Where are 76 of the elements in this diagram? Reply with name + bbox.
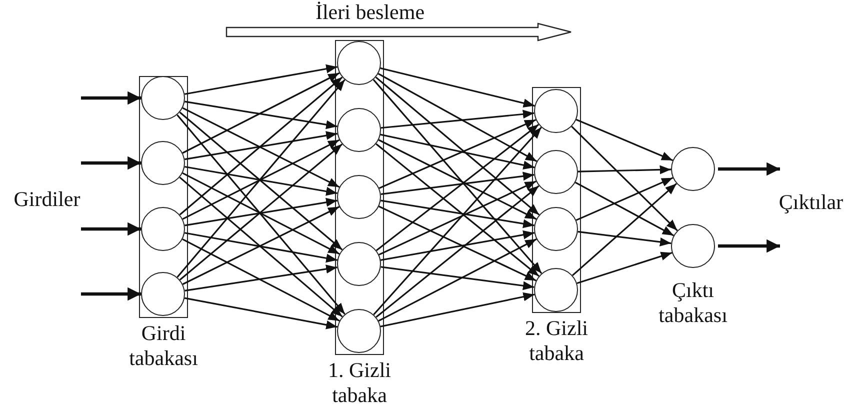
arrow <box>182 206 340 285</box>
arrow <box>718 239 780 253</box>
neuron-circle <box>534 150 578 194</box>
arrow <box>184 297 338 330</box>
text-label: Girdiler <box>12 187 82 212</box>
arrow <box>372 79 542 274</box>
arrow <box>376 124 540 252</box>
arrow <box>378 139 537 220</box>
arrow <box>81 287 141 301</box>
arrow <box>184 198 338 226</box>
arrow <box>378 238 537 322</box>
neuron-circle <box>534 206 578 250</box>
neuron-circle <box>534 268 578 312</box>
arrow <box>179 144 343 280</box>
neuron-circle <box>140 272 184 316</box>
arrow <box>718 162 780 176</box>
arrow <box>176 79 346 278</box>
arrow <box>576 118 674 162</box>
arrow <box>179 176 343 318</box>
arrow <box>380 230 534 261</box>
arrow <box>373 126 542 316</box>
arrow <box>576 177 674 221</box>
arrow <box>184 264 338 292</box>
neuron-circle <box>336 40 380 84</box>
arrow <box>378 72 538 162</box>
arrow <box>176 114 346 315</box>
neuron-circle <box>336 174 380 218</box>
neuron-circle <box>671 224 715 268</box>
neuron-circle <box>140 206 184 250</box>
arrow <box>380 110 534 129</box>
arrow <box>380 134 535 170</box>
arrow <box>184 64 338 95</box>
arrow <box>578 230 672 246</box>
neuron-circle <box>140 140 184 184</box>
neuron-circle <box>140 76 184 120</box>
neuron-circle <box>336 108 380 152</box>
arrow <box>380 172 534 196</box>
arrow <box>380 67 535 108</box>
arrow <box>380 292 535 328</box>
arrow <box>378 206 536 282</box>
text-label: İleri besleme <box>314 0 426 25</box>
text-label: Çıktılar <box>778 190 844 215</box>
arrow <box>375 76 540 216</box>
arrow <box>378 180 536 256</box>
arrow <box>378 119 536 189</box>
arrow <box>184 232 338 263</box>
arrow <box>184 166 338 196</box>
arrow <box>184 100 338 130</box>
arrow <box>184 131 338 160</box>
arrow <box>574 182 674 236</box>
arrow <box>576 252 672 284</box>
arrow <box>179 112 343 250</box>
arrow <box>380 266 534 290</box>
layer-label: 1. Gizli tabaka <box>327 358 392 408</box>
arrow <box>81 222 141 236</box>
arrow <box>182 172 340 255</box>
layer-label: 2. Gizli tabaka <box>524 316 589 366</box>
layer-label: Girdi tabakası <box>128 321 199 371</box>
neuron-circle <box>671 147 715 191</box>
arrow <box>182 238 340 322</box>
arrow <box>81 156 141 170</box>
arrow <box>182 72 340 154</box>
neuron-circle <box>534 88 578 132</box>
neuron-circle <box>336 242 380 286</box>
arrow <box>179 76 343 216</box>
arrow <box>376 143 540 277</box>
arrow <box>376 185 540 318</box>
arrow <box>182 107 340 188</box>
arrow <box>571 126 678 232</box>
arrow <box>81 91 141 105</box>
arrow <box>182 139 340 220</box>
arrow <box>380 200 534 228</box>
arrow <box>578 165 672 174</box>
neuron-circle <box>336 308 380 352</box>
arrow <box>572 182 678 276</box>
text-label: Çıktı tabakası <box>658 278 728 328</box>
